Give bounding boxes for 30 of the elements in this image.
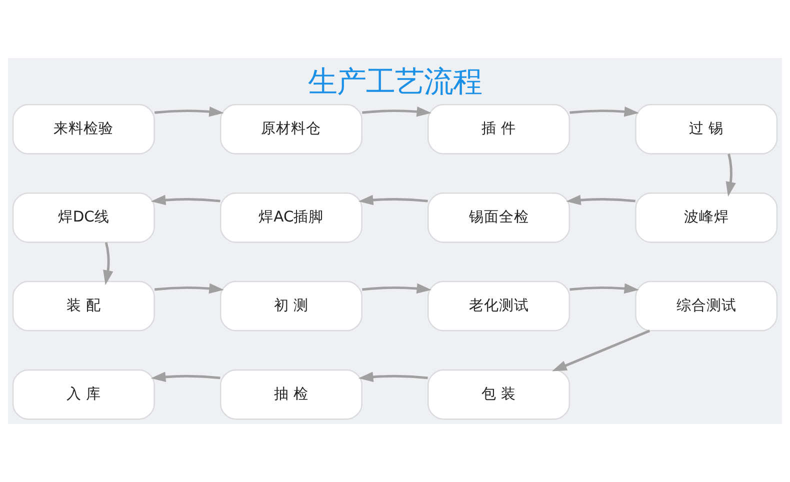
- node-box: 来料检验: [12, 104, 155, 154]
- node-box: 锡面全检: [428, 192, 570, 243]
- arrow: [154, 106, 224, 117]
- arrow: [362, 106, 432, 117]
- arrow: [570, 106, 640, 117]
- node-box: 包 装: [428, 369, 570, 420]
- node-box: 装 配: [12, 280, 155, 332]
- node-box: 综合测试: [635, 280, 778, 332]
- arrow: [570, 283, 640, 294]
- arrow: [552, 330, 650, 372]
- node-box: 老化测试: [428, 280, 570, 332]
- node-box: 焊AC插脚: [220, 192, 362, 243]
- arrow: [154, 283, 224, 294]
- arrow: [358, 372, 428, 382]
- arrow: [150, 372, 220, 382]
- node-box: 插 件: [428, 104, 570, 154]
- arrow: [566, 194, 636, 206]
- node-box: 抽 检: [220, 369, 362, 420]
- node-box: 波峰焊: [635, 192, 778, 243]
- node-box: 过 锡: [635, 104, 778, 154]
- arrow: [358, 194, 428, 206]
- arrow: [103, 242, 114, 286]
- node-box: 初 测: [220, 280, 362, 332]
- node-box: 入 库: [12, 369, 155, 420]
- node-box: 焊DC线: [12, 192, 155, 243]
- arrow: [362, 283, 432, 294]
- arrow: [150, 194, 220, 206]
- node-box: 原材料仓: [220, 104, 362, 154]
- diagram-title: 生产工艺流程: [308, 64, 482, 98]
- arrow: [726, 154, 736, 197]
